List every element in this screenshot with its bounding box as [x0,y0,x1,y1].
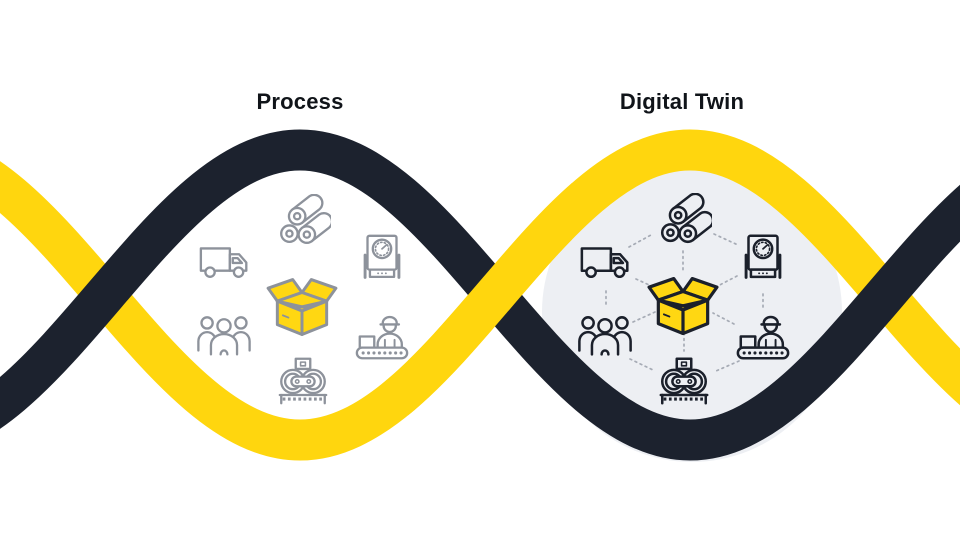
team-icon [197,316,251,356]
delivery-truck-icon [199,247,248,278]
digital-twin-icon-cluster [578,193,790,405]
digital-twin-title: Digital Twin [619,89,745,114]
gauge-machine-icon [363,234,401,279]
open-box-icon [266,278,338,336]
team-icon [578,316,632,356]
process-icon-cluster [197,194,409,405]
conveyor-worker-icon [355,315,409,360]
chain-machine-icon [278,357,328,405]
gauge-machine-icon [744,234,782,279]
yellow-ribbon-over-crossing [408,183,572,416]
raw-material-rolls-icon [280,194,331,244]
process-title: Process [256,89,344,114]
